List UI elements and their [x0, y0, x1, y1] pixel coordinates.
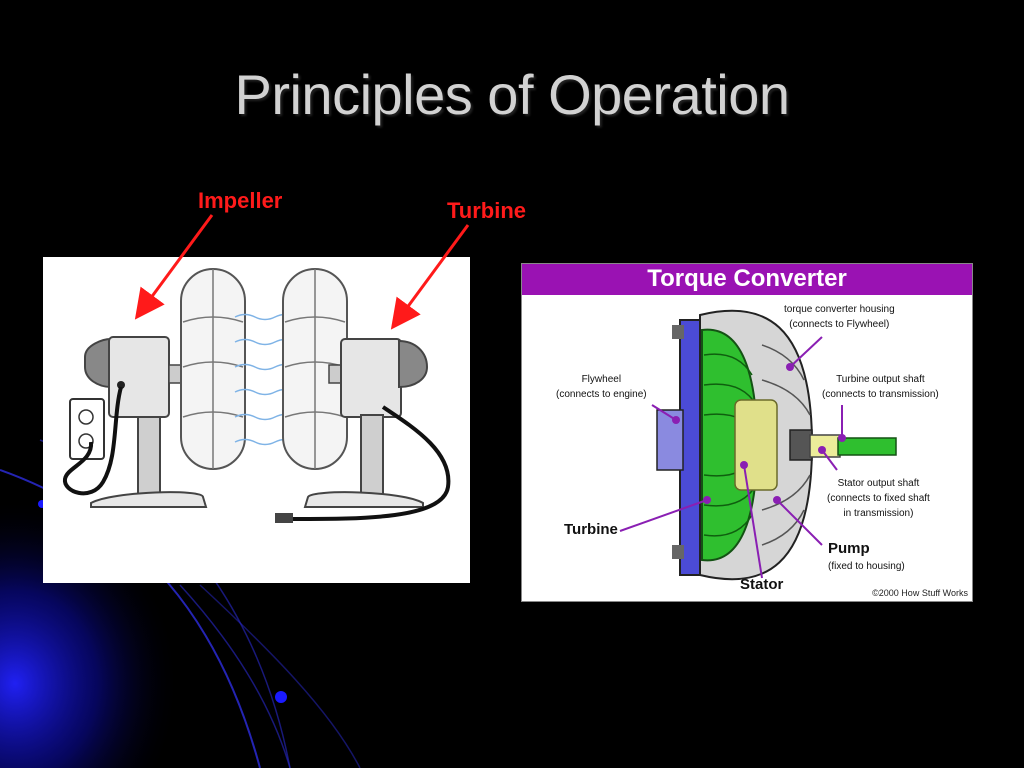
housing-label: torque converter housing (connects to Fl…: [784, 304, 895, 330]
stator-text: Stator: [740, 576, 784, 593]
torque-converter-diagram: Torque Converter: [521, 263, 973, 602]
flywheel-label: Flywheel (connects to engine): [556, 374, 647, 400]
turbine-arrow: [390, 224, 470, 330]
impeller-arrow: [134, 214, 214, 320]
pump-text: Pump: [828, 540, 870, 557]
turbine-text: Turbine: [564, 521, 618, 538]
turbine-label: Turbine: [447, 198, 527, 223]
decor-dot: [275, 691, 287, 703]
turbine-shaft: [837, 437, 897, 456]
tc-header: Torque Converter: [522, 264, 972, 295]
slide-title: Principles of Operation: [234, 63, 790, 126]
copyright-text: ©2000 How Stuff Works: [872, 588, 968, 598]
stator-shaft-label: Stator output shaft (connects to fixed s…: [827, 478, 930, 519]
fan-illustration: [63, 268, 451, 523]
turbine-shaft-label: Turbine output shaft (connects to transm…: [822, 374, 939, 400]
torque-converter-illustration: [619, 309, 897, 581]
tc-title: Torque Converter: [647, 265, 847, 292]
impeller-label: Impeller: [198, 188, 283, 213]
pump-sub-text: (fixed to housing): [828, 561, 905, 572]
